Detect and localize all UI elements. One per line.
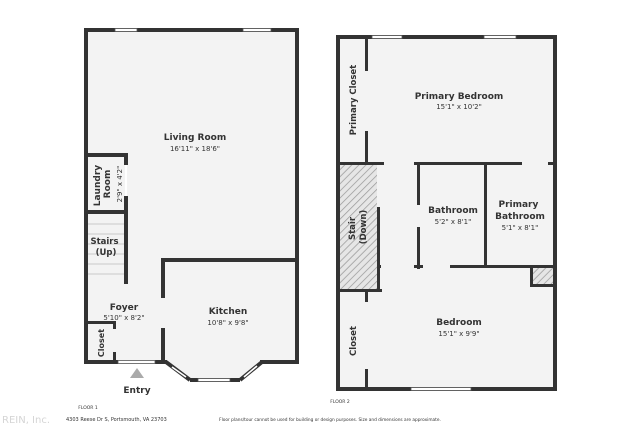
address: 4303 Reese Dr S, Portsmouth, VA 23703 bbox=[66, 417, 167, 423]
room-dims-primary-bathroom: 5'1" x 8'1" bbox=[502, 224, 539, 232]
window bbox=[410, 387, 472, 391]
floor-1-label: FLOOR 1 bbox=[78, 405, 98, 411]
room-name-closet: Closet bbox=[97, 329, 106, 357]
window bbox=[197, 378, 231, 382]
duct-chase bbox=[532, 268, 553, 285]
floor-2: Primary Closet Primary Bedroom 15'1" x 1… bbox=[330, 35, 557, 405]
room-name-closet-2: Closet bbox=[349, 326, 359, 356]
room-name-kitchen: Kitchen bbox=[209, 307, 248, 317]
room-dims-foyer: 5'10" x 8'2" bbox=[103, 314, 144, 322]
room-dims-laundry: 2'9" x 4'2" bbox=[116, 166, 124, 203]
room-dims-kitchen: 10'8" x 9'8" bbox=[207, 319, 248, 327]
room-name-foyer: Foyer bbox=[110, 303, 139, 313]
room-name-primary-bedroom: Primary Bedroom bbox=[415, 92, 504, 102]
window bbox=[242, 28, 272, 32]
window bbox=[371, 35, 403, 39]
entry-door bbox=[117, 360, 156, 364]
room-name-laundry: Laundry Room bbox=[93, 162, 113, 207]
room-dims-bedroom: 15'1" x 9'9" bbox=[438, 330, 479, 338]
room-name-primary-closet: Primary Closet bbox=[349, 65, 359, 136]
wall bbox=[295, 28, 299, 364]
room-name-living-room: Living Room bbox=[164, 133, 226, 143]
wall bbox=[84, 28, 299, 32]
window bbox=[114, 28, 138, 32]
room-dims-bathroom: 5'2" x 8'1" bbox=[435, 218, 472, 226]
room-name-bedroom: Bedroom bbox=[436, 318, 482, 328]
floor-1: Living Room 16'11" x 18'6" Laundry Room … bbox=[78, 28, 299, 411]
wall bbox=[84, 28, 88, 364]
stair-down-hatch bbox=[340, 165, 377, 290]
room-name-stair-down: Stair (Down) bbox=[348, 210, 369, 245]
room-name-stairs-up: Stairs (Up) bbox=[90, 237, 121, 258]
room-dims-primary-bedroom: 15'1" x 10'2" bbox=[436, 103, 482, 111]
stairs-up bbox=[88, 210, 128, 284]
watermark: REIN, Inc. bbox=[2, 415, 50, 426]
entry-label: Entry bbox=[123, 386, 150, 396]
window bbox=[171, 366, 187, 378]
window bbox=[483, 35, 517, 39]
room-dims-living-room: 16'11" x 18'6" bbox=[170, 145, 220, 153]
window bbox=[243, 365, 258, 378]
entry-arrow-icon bbox=[130, 368, 144, 378]
room-name-primary-bathroom: Primary Bathroom bbox=[495, 200, 545, 222]
room-name-bathroom: Bathroom bbox=[428, 206, 478, 216]
floor-2-label: FLOOR 2 bbox=[330, 399, 350, 405]
disclaimer: Floor plans/tour cannot be used for buil… bbox=[219, 417, 441, 423]
floor-1-area bbox=[86, 30, 297, 362]
